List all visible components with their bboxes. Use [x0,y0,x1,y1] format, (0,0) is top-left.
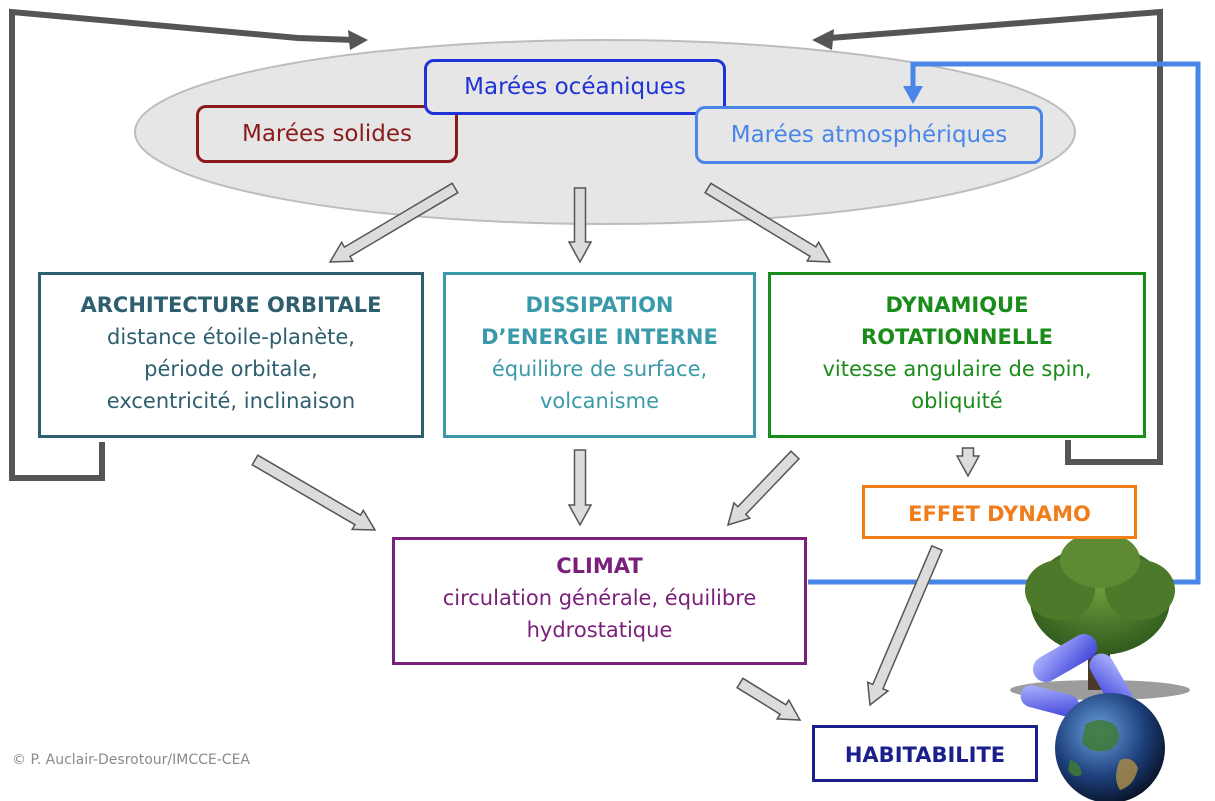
dynamo-title: EFFET DYNAMO [908,502,1091,526]
arrow-rotational-to-dynamo [955,447,981,478]
arrow-tides-to-orbital [328,182,459,263]
dissipation-line-2: volcanisme [540,389,659,413]
rotational-title-2: ROTATIONNELLE [861,325,1053,349]
internal-energy-dissipation-box: DISSIPATION D’ENERGIE INTERNE équilibre … [443,272,756,438]
habitability-title: HABITABILITE [844,743,1006,767]
arrow-tides-to-rotational [704,182,832,263]
climate-title: CLIMAT [556,554,643,578]
dissipation-line-1: équilibre de surface, [491,357,708,381]
flow-arrows [251,182,981,721]
arrow-dissipation-to-climate [567,449,593,527]
orbital-title: ARCHITECTURE ORBITALE [80,293,382,317]
atmospheric-tides-box: Marées atmosphériques [695,106,1043,164]
copyright-notice: © P. Auclair-Desrotour/IMCCE-CEA [12,752,250,768]
dissipation-title-2: D’ENERGIE INTERNE [481,325,718,349]
atmospheric-tides-label: Marées atmosphériques [730,121,1008,148]
feedback-arrowhead-left [348,30,368,50]
feedback-line-orbital [9,8,356,481]
orbital-line-3: excentricité, inclinaison [106,389,356,413]
dynamo-effect-box: EFFET DYNAMO [862,485,1137,539]
orbital-line-1: distance étoile-planète, [107,325,355,349]
solid-tides-box: Marées solides [196,105,458,163]
arrow-climate-to-habitability [736,677,802,721]
ocean-tides-label: Marées océaniques [464,73,686,100]
arrow-orbital-to-climate [251,454,377,531]
rotational-title-1: DYNAMIQUE [885,293,1029,317]
rotational-line-2: obliquité [911,389,1003,413]
orbital-architecture-box: ARCHITECTURE ORBITALE distance étoile-pl… [38,272,424,438]
earth-globe-icon [1055,693,1165,801]
climate-line-1: circulation générale, équilibre [442,586,757,610]
arrow-rotational-to-climate [726,450,801,527]
habitability-box: HABITABILITE [812,725,1038,782]
arrow-dynamo-to-habitability [866,544,944,707]
rotational-dynamics-box: DYNAMIQUE ROTATIONNELLE vitesse angulair… [768,272,1146,438]
tides-ellipse [134,39,1076,225]
dissipation-title-1: DISSIPATION [525,293,674,317]
feedback-arrowhead-blue [903,86,923,104]
rotational-line-1: vitesse angulaire de spin, [822,357,1092,381]
climate-line-2: hydrostatique [526,618,673,642]
solid-tides-label: Marées solides [241,120,413,147]
orbital-line-2: période orbitale, [144,357,318,381]
climate-box: CLIMAT circulation générale, équilibre h… [392,537,807,665]
ocean-tides-box: Marées océaniques [424,59,726,115]
feedback-line-rotational [829,8,1163,465]
tree-icon [1010,532,1190,700]
feedback-arrowhead-right [812,29,834,50]
arrow-tides-to-dissipation [567,187,593,264]
